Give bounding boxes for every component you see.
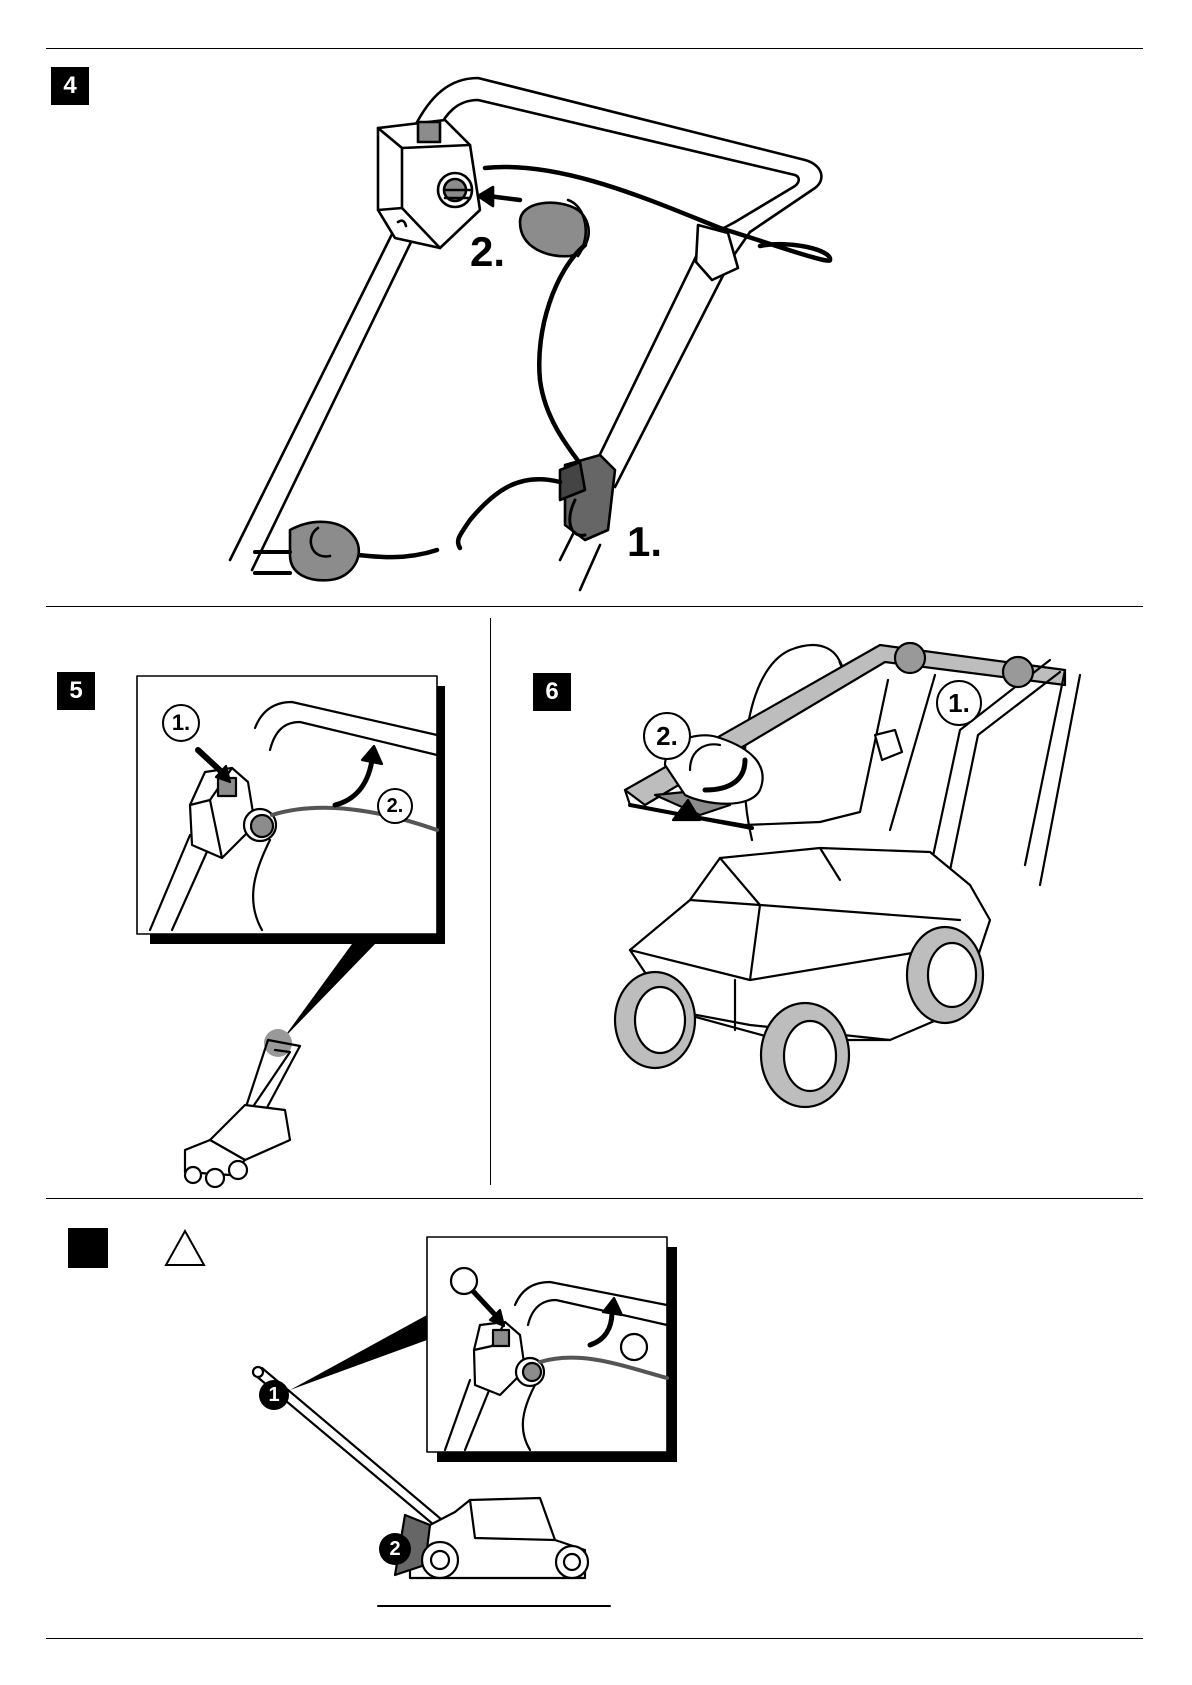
callout-step-1: 1. [627,518,662,566]
callout-step-2: 2 [379,1533,411,1565]
callout-step-2: 2. [470,228,505,276]
figure-6-illustration: 1. 2. [490,600,1192,1200]
handle-fold-drawing [490,600,1192,1200]
handle-cable-hookup-drawing [0,0,1192,600]
figure-4-illustration: 2. 1. [0,0,1192,600]
figure-7-illustration: 1 2 [0,1200,1192,1640]
figure-5-illustration: 1. 2. [0,600,490,1200]
callout-step-2: 2. [643,712,691,760]
callout-step-1: 1 [259,1380,289,1410]
switch-start-drawing [0,600,490,1200]
callout-step-2: 2. [377,788,413,824]
operating-position-drawing [0,1200,1192,1640]
callout-step-1: 1. [936,680,982,726]
callout-step-1: 1. [162,704,200,742]
